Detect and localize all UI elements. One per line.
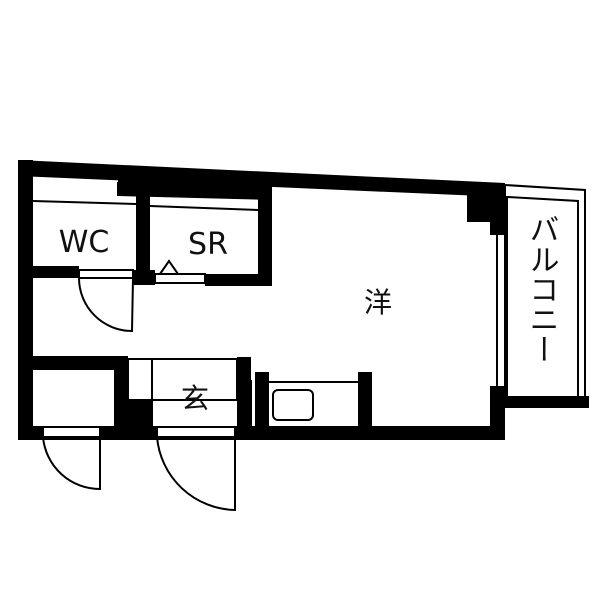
storage-label: SR: [188, 227, 228, 262]
upper-wall-block: [118, 176, 272, 200]
sr-marker-icon: [158, 259, 180, 275]
balcony-label: バルコニー: [524, 214, 559, 364]
sr-bottom-wall: [205, 274, 272, 286]
closet-door-swing: [42, 436, 101, 491]
doors: [42, 259, 236, 512]
entrance-door-frame: [156, 426, 236, 438]
entrance-right-wall: [237, 357, 251, 440]
thin-lines: [32, 182, 498, 427]
closet-top-wall: [18, 356, 128, 370]
top-wall: [18, 160, 505, 197]
closet-door-frame: [42, 426, 101, 438]
wc-top-line: [32, 200, 137, 205]
entrance-door-swing: [156, 436, 236, 512]
left-wall: [18, 160, 33, 438]
sr-door-frame: [154, 273, 206, 284]
sr-top-line: [149, 205, 259, 211]
sink-icon: [272, 389, 314, 421]
kitchen-left-wall: [255, 372, 269, 440]
walls: [18, 160, 505, 440]
balcony-bottom-wall: [505, 396, 589, 408]
right-wall-lower: [490, 386, 505, 440]
wc-label: WC: [59, 225, 110, 260]
wc-sr-divider: [136, 190, 150, 285]
sr-right-wall: [258, 190, 272, 285]
western-room-label: 洋: [364, 286, 392, 319]
wc-bottom-wall-right: [133, 270, 155, 285]
entry-block: [122, 400, 152, 440]
wc-door-frame: [78, 269, 134, 279]
entrance-upper: [127, 358, 238, 401]
pillar: [467, 192, 497, 222]
kitchen-right-wall: [358, 372, 372, 440]
balcony: [504, 183, 589, 408]
wc-bottom-wall-left: [33, 266, 79, 278]
wc-door-swing: [78, 277, 134, 333]
entrance-label: 玄: [181, 382, 209, 415]
